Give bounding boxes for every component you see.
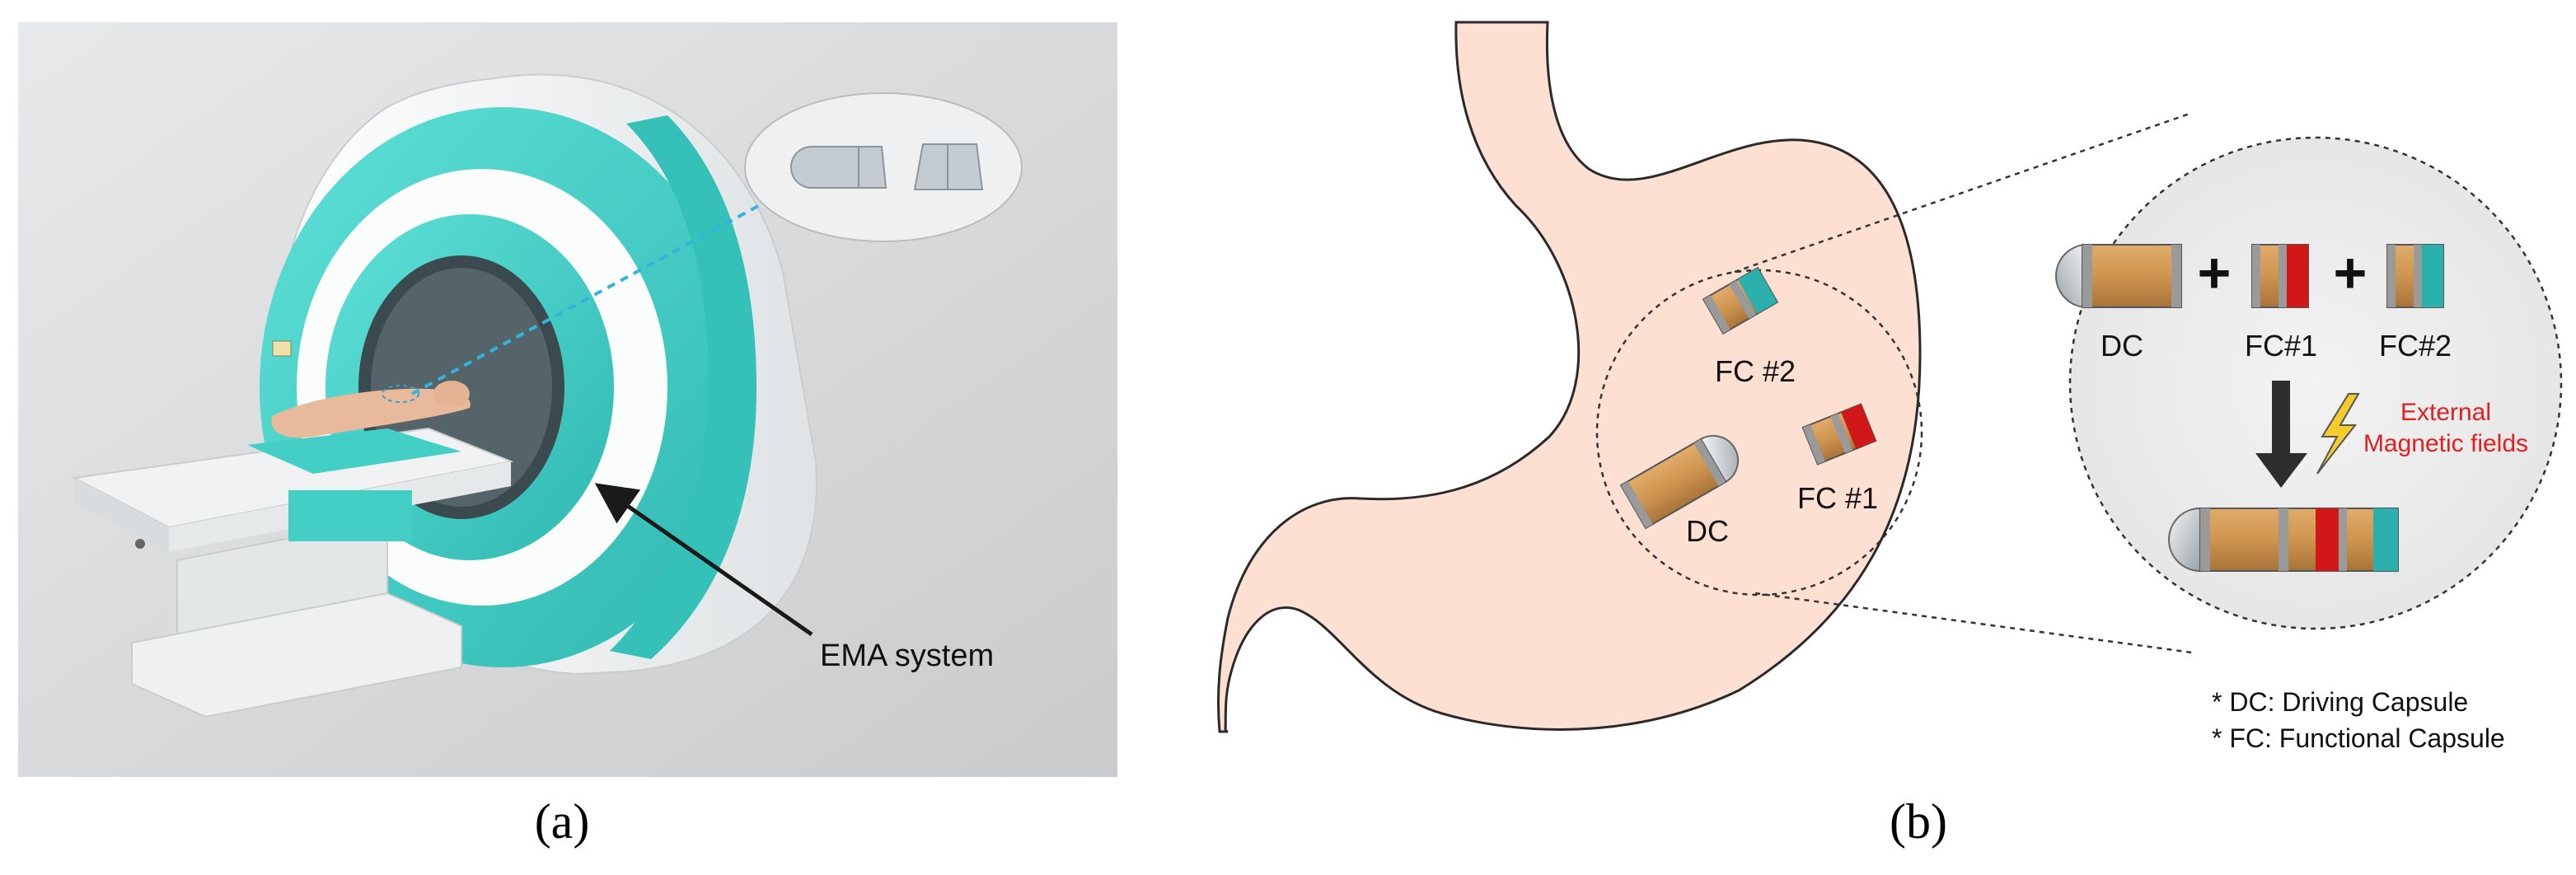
stomach-fc2-label: FC #2 (1715, 354, 1796, 388)
zoom-fc2-capsule (2386, 244, 2444, 308)
zoom-dc-capsule (2055, 243, 2182, 309)
zoom-dc-label: DC (2101, 329, 2143, 363)
lightning-icon (2316, 393, 2360, 475)
field-label-line1: External (2400, 399, 2491, 426)
zoom-line-bottom (1754, 592, 2193, 654)
plus-sign-2: + (2334, 241, 2368, 305)
capsule-callout (744, 92, 1023, 242)
stomach-fc2-capsule (1702, 266, 1779, 335)
field-label-line2: Magnetic fields (2363, 430, 2528, 457)
patient (271, 381, 471, 438)
assembled-capsule (2168, 507, 2399, 573)
panel-a-label: (a) (535, 794, 590, 849)
callout-leader (411, 204, 759, 395)
stomach-dc-label: DC (1686, 514, 1729, 548)
panel-b-label: (b) (1890, 794, 1947, 849)
plus-sign-1: + (2198, 241, 2232, 305)
callout-capsule-left (790, 146, 888, 189)
panel-a: EMA system (a) (18, 22, 1117, 849)
stomach-fc1-label: FC #1 (1797, 481, 1878, 515)
table-teal-panel (288, 490, 412, 541)
ema-arrow (594, 483, 813, 637)
callout-capsule-right (913, 143, 984, 190)
legend-dc: * DC: Driving Capsule (2212, 687, 2468, 717)
legend-fc: * FC: Functional Capsule (2212, 723, 2505, 753)
zoom-fc1-label: FC#1 (2245, 329, 2317, 363)
stomach-dc-capsule (1619, 435, 1740, 530)
ema-system-label: EMA system (820, 639, 994, 673)
stomach-outline (1216, 21, 1922, 733)
assembly-arrow (2255, 381, 2307, 488)
capsule-in-patient (382, 385, 419, 403)
panel-b: FC #2 FC #1 DC DC + (1216, 21, 2563, 849)
stomach-fc1-capsule (1801, 403, 1877, 466)
zoom-fc1-capsule (2251, 244, 2309, 308)
zoom-fc2-label: FC#2 (2379, 329, 2452, 363)
patient-table (71, 427, 514, 718)
zoom-line-top (1734, 111, 2193, 274)
